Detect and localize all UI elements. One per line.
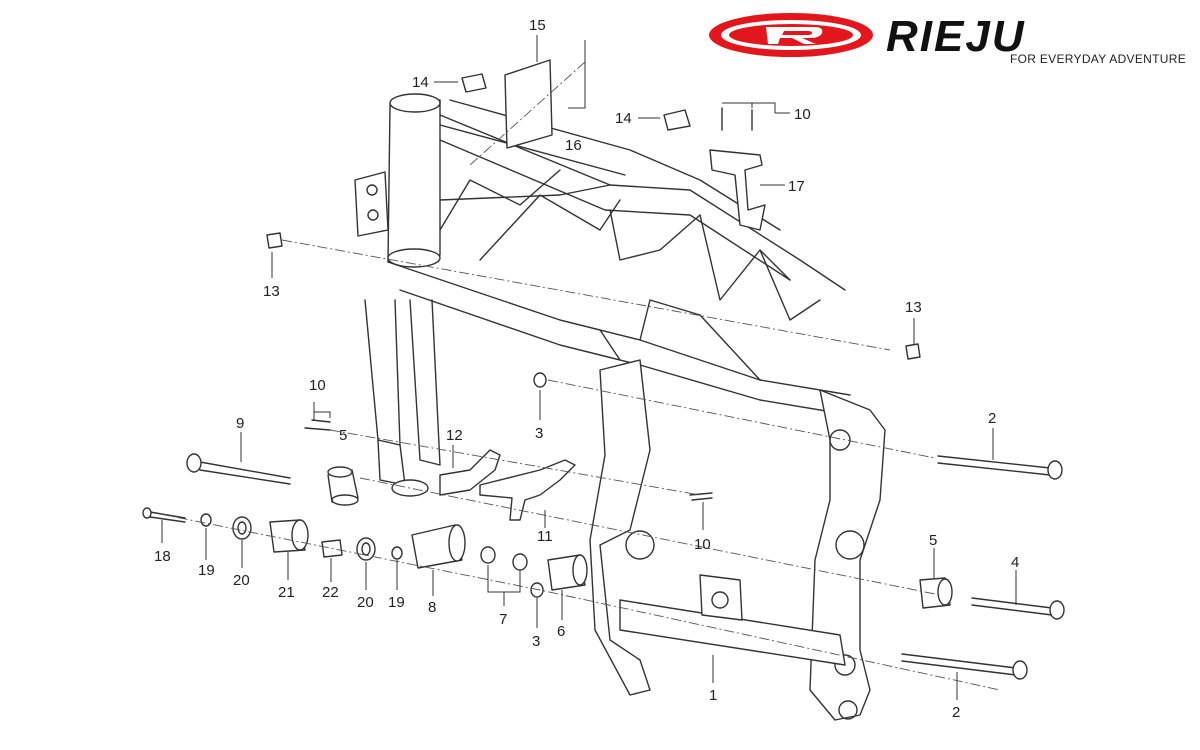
- screw-10b: [304, 419, 331, 431]
- nut-7a: [480, 546, 496, 564]
- callout-19: 19: [198, 562, 215, 579]
- callout-20: 20: [233, 572, 250, 589]
- callout-3: 3: [532, 633, 540, 650]
- rubber-cap-14b: [663, 109, 691, 131]
- brand-header: RIEJU FOR EVERYDAY ADVENTURE: [706, 10, 1186, 70]
- callout-13: 13: [905, 299, 922, 316]
- bolt-4: [971, 597, 1065, 620]
- nut-7b: [512, 553, 528, 571]
- callout-10: 10: [309, 377, 326, 394]
- callout-2: 2: [988, 410, 996, 427]
- rubber-cap-14a: [461, 73, 487, 93]
- callout-8: 8: [428, 599, 436, 616]
- bushing-5-right: [919, 577, 953, 609]
- callout-1: 1: [709, 687, 717, 704]
- callout-14: 14: [615, 110, 632, 127]
- rieju-logo-icon: [709, 13, 873, 57]
- callout-18: 18: [154, 548, 171, 565]
- callout-22: 22: [322, 584, 339, 601]
- bracket-17: [709, 149, 766, 231]
- callout-9: 9: [236, 415, 244, 432]
- bearing-20-left: [232, 516, 252, 540]
- brand-name: RIEJU: [886, 12, 1026, 61]
- callout-6: 6: [557, 623, 565, 640]
- callout-12: 12: [446, 427, 463, 444]
- plate-15: [504, 59, 553, 149]
- spacer-6: [547, 554, 588, 591]
- callout-17: 17: [788, 178, 805, 195]
- callout-15: 15: [529, 17, 546, 34]
- bracket-11: [479, 459, 576, 521]
- brand-tagline: FOR EVERYDAY ADVENTURE: [1010, 52, 1186, 66]
- screw-10c: [689, 492, 713, 501]
- bracket-12: [439, 449, 501, 496]
- frame-top-rail-left: [439, 114, 846, 291]
- callout-20: 20: [357, 594, 374, 611]
- callout-5: 5: [929, 532, 937, 549]
- steering-head-tube: [387, 99, 441, 263]
- callout-14: 14: [412, 74, 429, 91]
- callout-19: 19: [388, 594, 405, 611]
- front-down-tube: [364, 299, 401, 446]
- callout-10: 10: [694, 536, 711, 553]
- washer-3a: [533, 372, 547, 388]
- callout-16: 16: [565, 137, 582, 154]
- swingarm-pivot-plate: [589, 359, 651, 696]
- bushing-5-left: [327, 466, 359, 506]
- bolt-18: [142, 507, 186, 523]
- screw-10a: [721, 107, 753, 131]
- rear-side-plate: [809, 389, 886, 721]
- callout-4: 4: [1011, 554, 1019, 571]
- callout-5: 5: [339, 427, 347, 444]
- spacer-8: [411, 524, 466, 569]
- clip-nut-13a: [266, 232, 283, 249]
- callout-11: 11: [537, 528, 553, 545]
- washer-19-right: [391, 546, 403, 560]
- washer-3b: [530, 582, 544, 598]
- callout-13: 13: [263, 283, 280, 300]
- callout-7: 7: [499, 611, 507, 628]
- clip-nut-13b: [905, 343, 921, 360]
- callout-3: 3: [535, 425, 543, 442]
- callout-21: 21: [278, 584, 295, 601]
- bolt-2-lower: [901, 653, 1028, 680]
- callout-2: 2: [952, 704, 960, 721]
- bolt-2-upper: [937, 455, 1063, 480]
- bushing-21: [269, 519, 309, 553]
- bolt-9: [186, 453, 291, 485]
- callout-10: 10: [794, 106, 811, 123]
